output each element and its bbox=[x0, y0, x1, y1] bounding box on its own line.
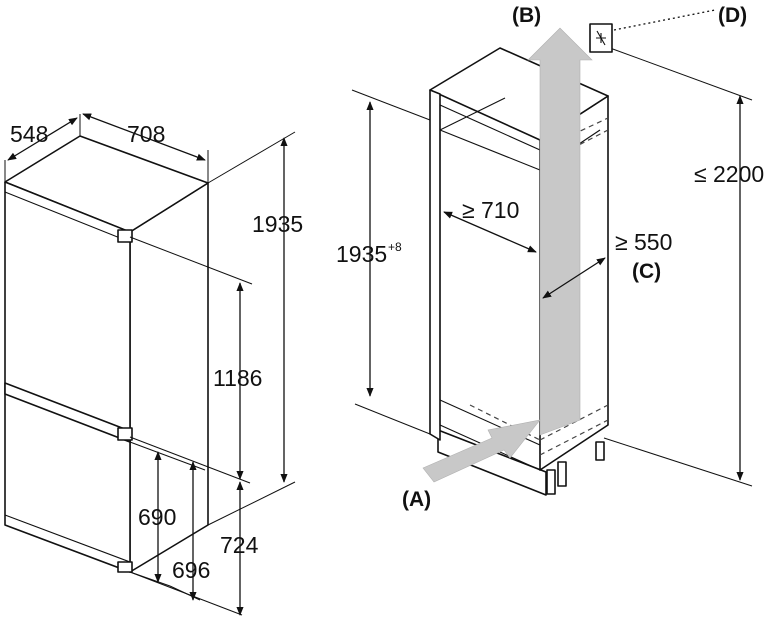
dim-niche-depth: ≥ 550 bbox=[542, 229, 672, 299]
dim-width-708: 708 bbox=[82, 113, 209, 183]
dim-niche-width: ≥ 710 bbox=[443, 197, 537, 253]
appliance-front bbox=[4, 181, 131, 573]
label-1935: 1935 bbox=[252, 211, 303, 237]
label-1186: 1186 bbox=[213, 365, 262, 391]
label-710: ≥ 710 bbox=[462, 197, 519, 223]
dim-height-1935: 1935 bbox=[207, 131, 303, 526]
label-1935-niche: 1935 bbox=[336, 241, 387, 267]
callout-a: (A) bbox=[402, 488, 431, 511]
foot-front bbox=[546, 469, 556, 495]
foot-back bbox=[595, 441, 605, 461]
label-548: 548 bbox=[10, 121, 48, 147]
dim-freezer-724: 724 bbox=[129, 481, 259, 616]
dim-depth-548: 548 bbox=[4, 114, 81, 182]
label-708: 708 bbox=[127, 121, 165, 147]
appliance-drawing bbox=[4, 135, 209, 573]
label-696: 696 bbox=[172, 557, 210, 583]
label-1935-tolerance: +8 bbox=[388, 240, 402, 254]
dim-niche-height: 1935 +8 bbox=[336, 89, 431, 435]
top-hinge bbox=[117, 229, 133, 243]
callout-b: (B) bbox=[512, 4, 541, 27]
callout-c: (C) bbox=[632, 260, 661, 283]
dim-freezer-696: 696 bbox=[169, 461, 210, 601]
socket-leader-line bbox=[613, 9, 716, 31]
dim-fridge-1186: 1186 bbox=[129, 236, 262, 484]
callout-d: (D) bbox=[718, 4, 747, 27]
middle-hinge bbox=[117, 427, 133, 441]
airflow-out-arrow bbox=[527, 27, 593, 436]
label-724: 724 bbox=[220, 532, 259, 558]
airflow-in-arrow bbox=[422, 419, 541, 483]
label-690: 690 bbox=[138, 504, 176, 530]
power-socket bbox=[589, 9, 716, 53]
dim-max-height: ≤ 2200 bbox=[603, 47, 764, 487]
label-2200: ≤ 2200 bbox=[694, 161, 764, 187]
airflow-arrows bbox=[422, 27, 593, 483]
label-550: ≥ 550 bbox=[615, 229, 672, 255]
bottom-hinge bbox=[117, 561, 133, 573]
